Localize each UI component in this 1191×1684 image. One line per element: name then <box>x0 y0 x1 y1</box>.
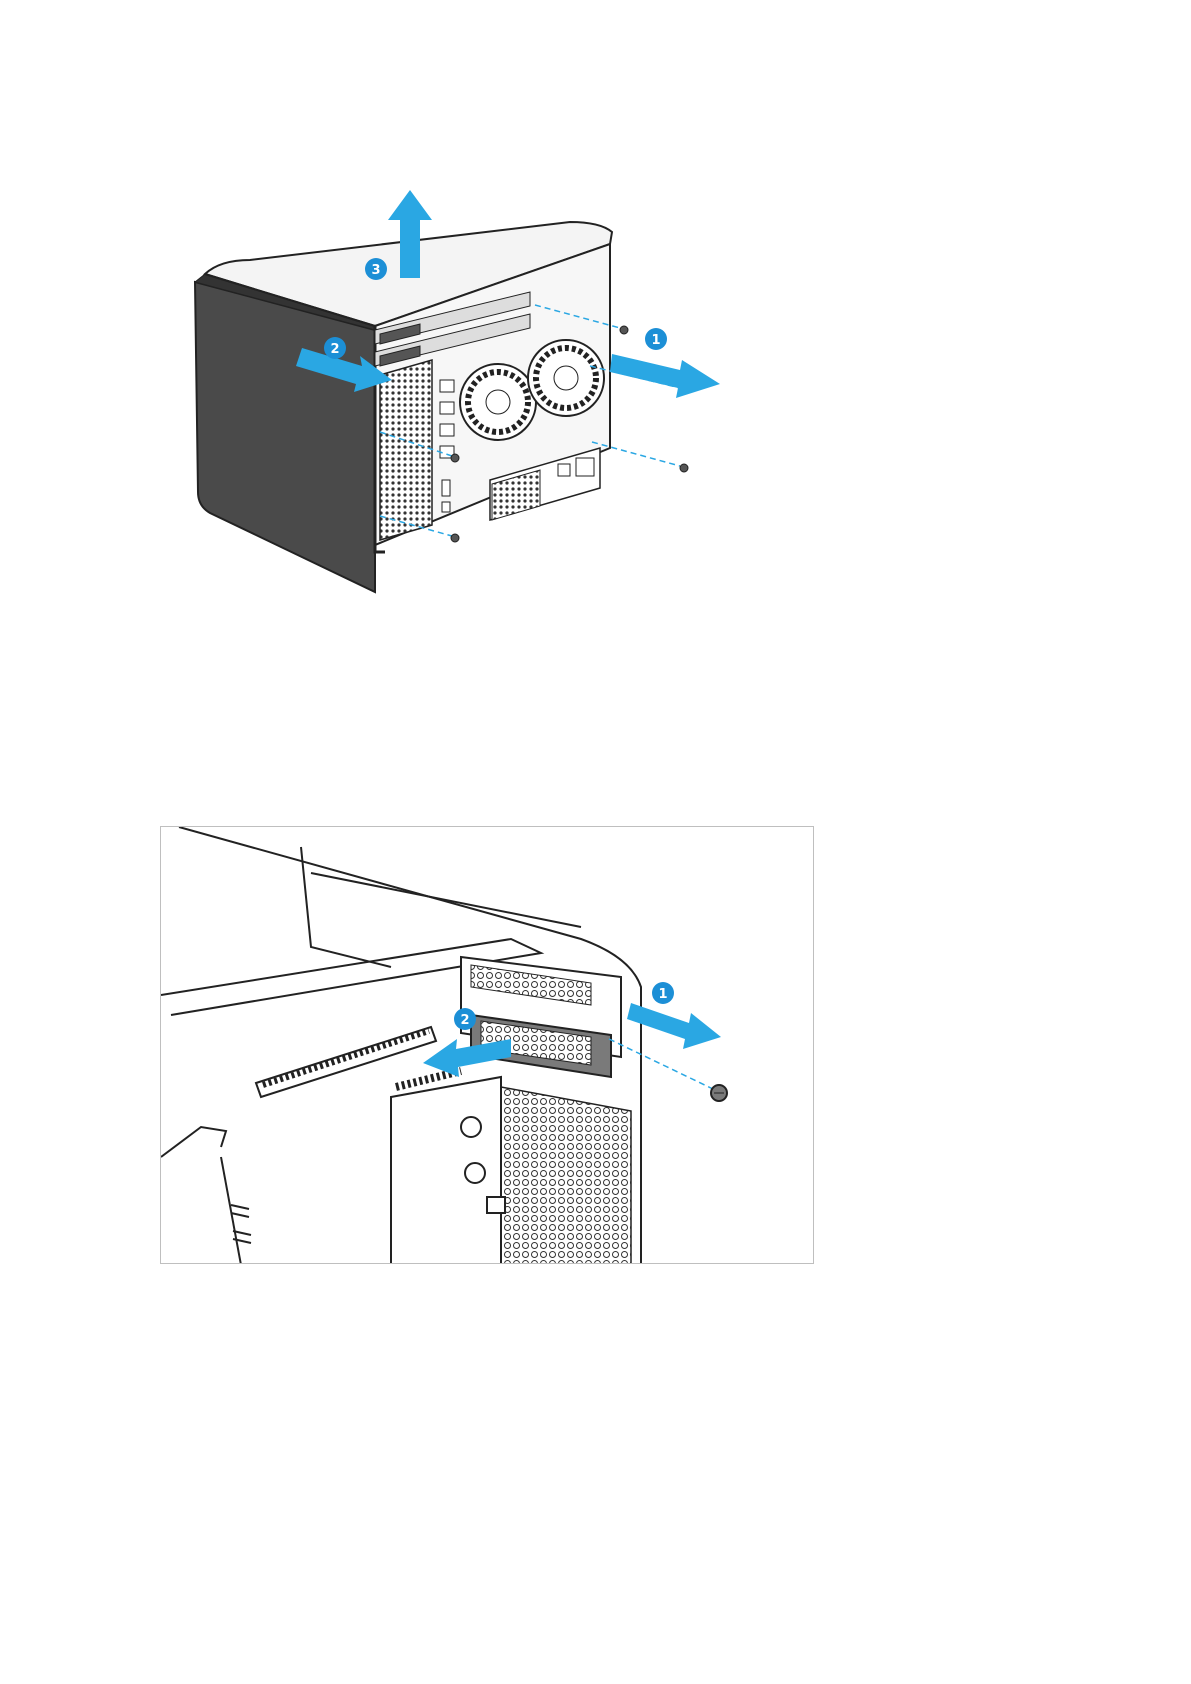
step-badge-1: 1 <box>645 328 667 350</box>
step-badge-1: 1 <box>652 982 674 1004</box>
cover-removal-illustration: 1 2 3 <box>180 180 780 600</box>
svg-text:2: 2 <box>460 1013 469 1028</box>
svg-text:2: 2 <box>330 342 339 357</box>
svg-text:1: 1 <box>651 333 660 348</box>
svg-text:3: 3 <box>371 263 380 278</box>
remove-screws-arrow <box>610 354 720 398</box>
pcie-bracket-removal-illustration: 1 2 <box>160 826 814 1264</box>
svg-text:1: 1 <box>658 987 667 1002</box>
screw-guide-line <box>609 1039 713 1089</box>
rear-vent-mesh <box>380 360 432 540</box>
remove-bracket-arrow <box>423 1039 511 1077</box>
rear-mesh-panel <box>501 1087 631 1264</box>
expansion-card <box>391 1071 505 1264</box>
chassis-side-panel <box>195 274 375 592</box>
step-badge-2: 2 <box>454 1008 476 1030</box>
screw-icon <box>711 1085 727 1101</box>
step-badge-3: 3 <box>365 258 387 280</box>
step-badge-2: 2 <box>324 337 346 359</box>
